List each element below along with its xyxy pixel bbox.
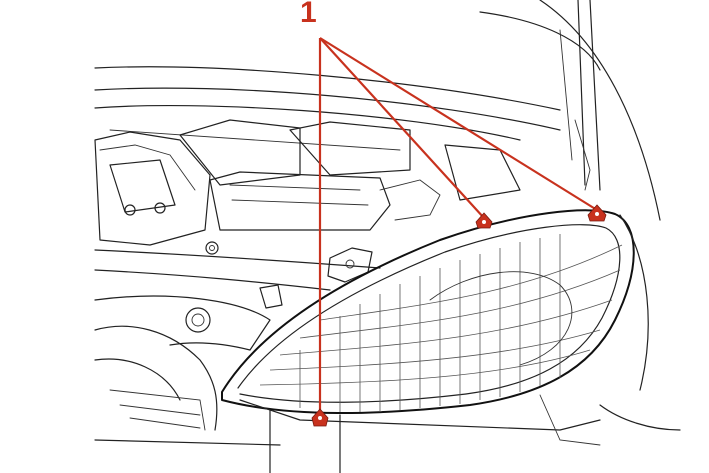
right-upper-headlamp-fastener-icon (587, 204, 607, 222)
callout-label: 1 (300, 0, 317, 29)
hood (479, 0, 661, 221)
headlamp-assembly (221, 209, 635, 446)
lower-headlamp-fastener-icon (311, 408, 329, 427)
front-bumper (94, 249, 381, 473)
upper-cross-member (94, 66, 561, 151)
engine-components (94, 119, 521, 255)
fender (599, 214, 681, 431)
left-upper-headlamp-fastener-icon (475, 212, 493, 229)
callout-leaders (318, 37, 598, 415)
